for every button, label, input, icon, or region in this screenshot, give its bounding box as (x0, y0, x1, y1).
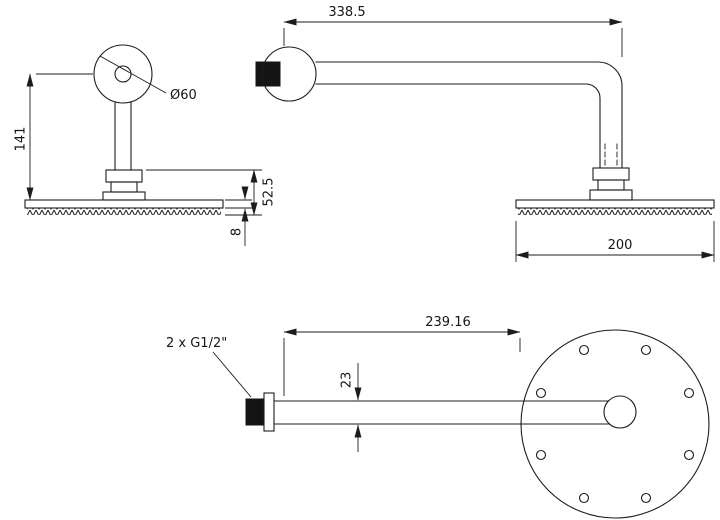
head-plan-circle (520, 329, 710, 519)
screw-hole (578, 344, 590, 356)
arm-inner-edge (315, 83, 601, 169)
leader-line-thread (212, 351, 252, 398)
center-inlet-circle (603, 395, 637, 429)
flange-bore-circle (114, 65, 132, 83)
connector-collar (592, 167, 630, 181)
connector-boss (589, 189, 633, 201)
spray-face-serration (518, 208, 712, 215)
dim-label-flange-diameter: Ø60 (170, 88, 197, 103)
shower-head-front (24, 199, 224, 209)
dim-label-edge-thickness: 8 (230, 228, 245, 236)
threaded-nipple (245, 398, 265, 426)
dim-label-arm-projection: 239.16 (425, 315, 471, 330)
screw-hole (535, 449, 547, 461)
dim-label-height: 141 (14, 127, 29, 152)
dim-label-drop-height: 52.5 (262, 178, 277, 207)
screw-hole (640, 344, 652, 356)
shower-head-side (515, 199, 715, 209)
dim-label-head-diameter: 200 (608, 238, 633, 253)
screw-hole (640, 492, 652, 504)
plan-view: 239.16 2 x G1/2" 23 (166, 315, 710, 519)
side-view: 338.5 200 (255, 5, 715, 262)
screw-hole (578, 492, 590, 504)
leader-line-diameter (99, 55, 167, 94)
flange-circle (93, 44, 153, 104)
dim-label-arm-length: 338.5 (328, 5, 365, 20)
connector-body (110, 181, 138, 193)
connector-collar (105, 169, 143, 183)
arm-outer-edge (315, 61, 623, 169)
flange-circle (261, 46, 317, 102)
screw-hole (683, 449, 695, 461)
connector-boss (102, 191, 146, 201)
dim-label-arm-width: 23 (340, 372, 355, 389)
screw-hole (535, 387, 547, 399)
front-view: 141 Ø60 52.5 8 (14, 44, 277, 246)
connector-body (597, 179, 625, 191)
spray-face-serration (27, 208, 221, 215)
threaded-nipple (255, 61, 281, 87)
wall-flange-edge (263, 392, 275, 432)
screw-hole (683, 387, 695, 399)
thread-callout-label: 2 x G1/2" (166, 336, 227, 351)
